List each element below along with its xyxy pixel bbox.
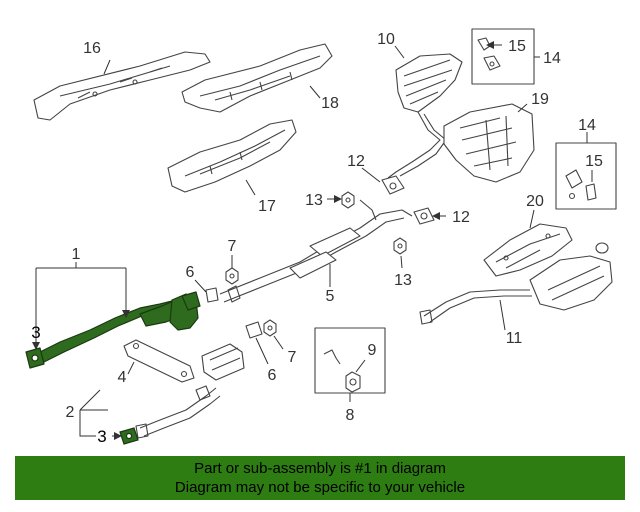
callout-20: 20 [526,193,544,210]
callout-6-leader-lower [255,337,269,365]
callout-3-upper: 3 [31,323,40,342]
callout-4: 4 [118,369,127,386]
callout-11-leader [499,299,506,331]
part-16-heat-shield[interactable] [33,51,211,121]
callout-15-right: 15 [585,153,603,170]
part-11-tailpipe-muffler[interactable] [419,242,613,325]
callout-15-top: 15 [508,38,526,55]
callout-12-leader-upper [361,167,381,183]
callout-7-lower: 7 [288,349,297,366]
part-12-gasket-lower[interactable] [413,207,435,225]
disclaimer-line-1: Part or sub-assembly is #1 in diagram [194,460,446,477]
callout-8: 8 [346,407,355,424]
callout-19-leader [517,103,528,113]
callout-13-upper: 13 [305,192,323,209]
part-4-bracket[interactable] [123,339,195,383]
callout-2: 2 [66,404,75,421]
part-19-heat-shield[interactable] [443,103,535,183]
callout-17-leader [245,179,256,196]
part-13-nut-lower[interactable] [393,237,407,255]
part-15-hanger-top[interactable] [477,37,501,71]
callout-6-leader-upper [194,279,207,293]
callout-12-lower: 12 [452,209,470,226]
callout-7-upper: 7 [228,238,237,255]
callout-6-upper: 6 [186,264,195,281]
callout-13-leader-lower [400,255,403,269]
callout-10-leader [394,45,405,59]
part-2-front-pipe[interactable] [135,343,245,439]
part-7-nut-upper[interactable] [225,267,239,285]
exhaust-parts-diagram: 1 2 3 3 4 5 6 6 7 7 8 9 10 11 12 12 13 1… [25,28,617,446]
part-20-heat-shield[interactable] [483,223,573,277]
part-7-nut-lower[interactable] [263,319,277,337]
part-1-front-pipe-assembly[interactable] [25,291,201,369]
callout-9-leader [355,359,366,373]
callout-18-leader [309,85,321,99]
disclaimer-banner: Part or sub-assembly is #1 in diagram Di… [15,456,625,500]
callout-13-lower: 13 [394,272,412,289]
callout-10: 10 [377,31,395,48]
callout-7-leader-lower [273,335,284,350]
callout-20-leader [529,209,535,229]
part-13-nut-upper[interactable] [341,191,355,209]
callout-11: 11 [506,330,523,347]
callout-19: 19 [531,91,549,108]
part-10-muffler[interactable] [387,53,463,179]
callout-16: 16 [83,40,101,57]
part-17-heat-shield[interactable] [167,119,297,193]
callout-1: 1 [72,246,81,263]
callout-6-lower: 6 [268,367,277,384]
callout-1-leader [35,262,127,346]
part-18-heat-shield[interactable] [181,43,333,113]
part-14-box-right [555,142,617,210]
disclaimer-line-2: Diagram may not be specific to your vehi… [174,479,466,496]
callout-3-lower: 3 [97,427,106,446]
callout-9: 9 [368,342,377,359]
callout-14-top: 14 [543,50,561,67]
part-12-gasket-upper[interactable] [381,175,405,195]
callout-17: 17 [258,198,276,215]
callout-12-upper: 12 [347,153,365,170]
callout-5: 5 [326,288,335,305]
part-3-gasket-lower[interactable] [119,427,139,445]
callout-2-leader [79,389,108,437]
part-15-hanger-right[interactable] [565,169,597,201]
callout-14-right: 14 [578,117,596,134]
part-5-center-pipe[interactable] [219,199,413,303]
part-6-gasket-lower[interactable] [245,321,263,339]
part-6-gasket-upper[interactable] [205,287,219,303]
callout-4-leader [127,361,135,375]
callout-16-leader [103,59,111,75]
callout-18: 18 [321,95,339,112]
part-9-hanger[interactable] [323,349,361,393]
